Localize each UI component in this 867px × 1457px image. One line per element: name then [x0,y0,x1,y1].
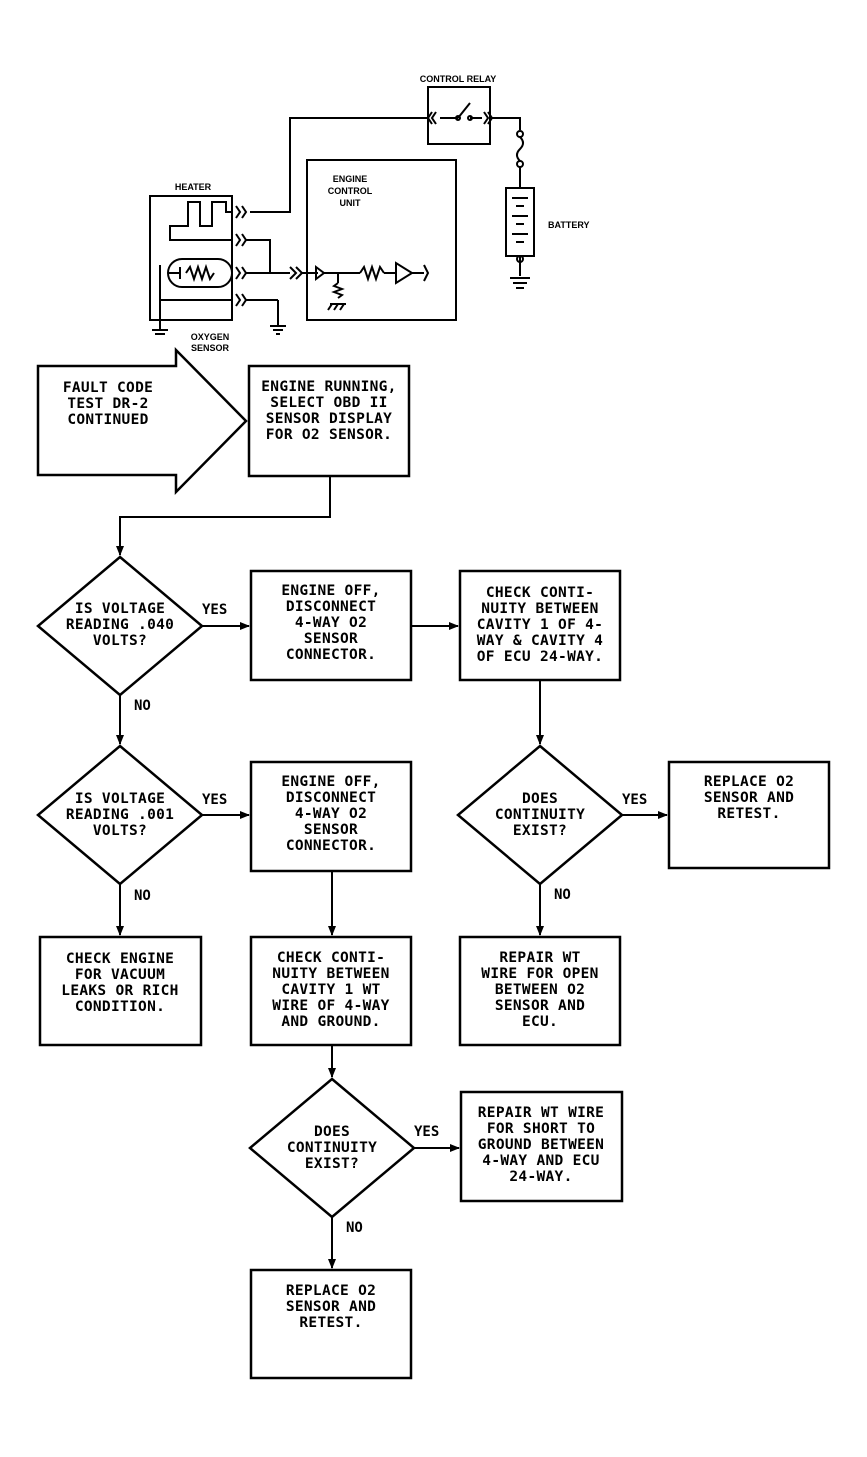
step-repair-short-text-5: 24-WAY. [509,1169,572,1185]
step-replace-1-text-1: REPLACE O2 [704,774,794,790]
step-disconnect-2-text-1: ENGINE OFF, [281,774,380,790]
step-replace-1-text-2: SENSOR AND [704,790,794,806]
step-vacuum-text-1: CHECK ENGINE [66,951,174,967]
decision-001-text-2: READING .001 [66,807,174,823]
start-text-3: CONTINUED [67,412,148,428]
step-repair-open-text-3: BETWEEN O2 [495,982,585,998]
no-label-040: NO [134,698,151,714]
step-replace-2-text-1: REPLACE O2 [286,1283,376,1299]
yes-label-cont-1: YES [622,792,647,808]
step-disconnect-1-text-5: CONNECTOR. [286,647,376,663]
ecu-label-line-3: UNIT [340,198,361,208]
step-replace-2-text-2: SENSOR AND [286,1299,376,1315]
step-replace-1-box [667,760,831,870]
decision-040-text-2: READING .040 [66,617,174,633]
step-check-cavity-text-2: NUITY BETWEEN [481,601,598,617]
oxygen-sensor-label-line-2: SENSOR [191,343,230,353]
step-replace-2-text-3: RETEST. [299,1315,362,1331]
decision-cont-2-text-2: CONTINUITY [287,1140,377,1156]
flowchart-shapes [36,346,831,1380]
decision-001-text-1: IS VOLTAGE [75,791,165,807]
step-replace-2-box [249,1268,413,1380]
step-vacuum-text-3: LEAKS OR RICH [61,983,178,999]
step-vacuum-text-2: FOR VACUUM [75,967,165,983]
flowchart-connectors [116,476,668,1269]
no-label-cont-2: NO [346,1220,363,1236]
step-vacuum-box [38,935,203,1047]
yes-label-001: YES [202,792,227,808]
step-check-ground-text-2: NUITY BETWEEN [272,966,389,982]
step-check-cavity-text-5: OF ECU 24-WAY. [477,649,603,665]
decision-cont-2-text-3: EXIST? [305,1156,359,1172]
step-disconnect-2-text-5: CONNECTOR. [286,838,376,854]
step-check-cavity-text-4: WAY & CAVITY 4 [477,633,603,649]
step-select-text-4: FOR O2 SENSOR. [266,427,392,443]
heater-label: HEATER [175,182,212,192]
decision-040-text-1: IS VOLTAGE [75,601,165,617]
step-disconnect-2-text-2: DISCONNECT [286,790,376,806]
step-select-text-2: SELECT OBD II [270,395,387,411]
step-repair-open-text-4: SENSOR AND [495,998,585,1014]
step-check-ground-text-4: WIRE OF 4-WAY [272,998,389,1014]
step-check-cavity-box [458,569,622,682]
step-repair-short-text-3: GROUND BETWEEN [478,1137,604,1153]
decision-cont-1-text-2: CONTINUITY [495,807,585,823]
yes-label-040: YES [202,602,227,618]
step-disconnect-1-box [249,569,413,682]
ecu-label-line-2: CONTROL [328,186,373,196]
step-select-text-3: SENSOR DISPLAY [266,411,392,427]
step-repair-short-text-1: REPAIR WT WIRE [478,1105,604,1121]
step-repair-open-text-5: ECU. [522,1014,558,1030]
step-check-ground-text-5: AND GROUND. [281,1014,380,1030]
step-repair-short-box [459,1090,624,1203]
step-select-text-1: ENGINE RUNNING, [261,379,396,395]
no-label-001: NO [134,888,151,904]
step-check-ground-text-3: CAVITY 1 WT [281,982,380,998]
step-repair-open-text-1: REPAIR WT [499,950,580,966]
start-arrow-shape [36,346,248,496]
step-vacuum-text-4: CONDITION. [75,999,165,1015]
decision-040-text-3: VOLTS? [93,633,147,649]
start-text-1: FAULT CODE [63,380,153,396]
start-text-2: TEST DR-2 [67,396,148,412]
step-repair-open-text-2: WIRE FOR OPEN [481,966,598,982]
decision-cont-2-text-1: DOES [314,1124,350,1140]
step-disconnect-1-text-3: 4-WAY O2 [295,615,367,631]
no-label-cont-1: NO [554,887,571,903]
step-check-cavity-text-3: CAVITY 1 OF 4- [477,617,603,633]
step-disconnect-1-text-2: DISCONNECT [286,599,376,615]
step-disconnect-1-text-4: SENSOR [304,631,358,647]
step-replace-1-text-3: RETEST. [717,806,780,822]
step-disconnect-2-text-4: SENSOR [304,822,358,838]
oxygen-sensor-box [149,195,233,321]
decision-cont-1-text-3: EXIST? [513,823,567,839]
step-check-cavity-text-1: CHECK CONTI- [486,585,594,601]
ecu-box [306,159,457,321]
step-repair-short-text-4: 4-WAY AND ECU [482,1153,599,1169]
step-repair-open-box [458,935,622,1047]
step-check-ground-text-1: CHECK CONTI- [277,950,385,966]
decision-cont-1-text-1: DOES [522,791,558,807]
wiring-schematic [149,86,535,335]
step-repair-short-text-2: FOR SHORT TO [487,1121,595,1137]
step-disconnect-1-text-1: ENGINE OFF, [281,583,380,599]
step-disconnect-2-box [249,760,413,873]
ecu-label-line-1: ENGINE [333,174,368,184]
step-check-ground-box [249,935,413,1047]
yes-label-cont-2: YES [414,1124,439,1140]
battery-label: BATTERY [548,220,590,230]
oxygen-sensor-label-line-1: OXYGEN [191,332,230,342]
decision-001-text-3: VOLTS? [93,823,147,839]
step-disconnect-2-text-3: 4-WAY O2 [295,806,367,822]
control-relay-label: CONTROL RELAY [420,74,497,84]
